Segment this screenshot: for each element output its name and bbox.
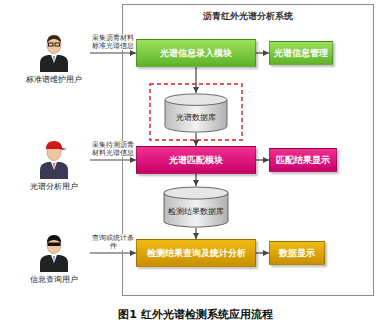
user-icon <box>34 32 74 72</box>
process-box: 光谱信息管理 <box>269 41 333 65</box>
glasses <box>55 43 60 46</box>
process-box: 检测结果查询及统计分析 <box>136 239 256 267</box>
edge-label: 查询或统计条件 <box>92 234 134 250</box>
cylinder-top <box>165 94 227 105</box>
user-actor: 光谱分析用户 <box>18 139 90 192</box>
system-title: 沥青红外光谱分析系统 <box>123 10 373 23</box>
cylinder-top <box>164 187 228 199</box>
shirt <box>51 162 57 170</box>
flow-arrow <box>90 52 136 53</box>
flow-arrow <box>90 159 136 160</box>
flow-arrow <box>256 52 269 53</box>
node-label: 光谱数据库 <box>176 104 216 123</box>
shirt <box>51 255 57 263</box>
body <box>40 162 68 179</box>
flow-arrow <box>195 174 196 186</box>
hair <box>47 235 61 243</box>
flow-arrow <box>195 133 196 146</box>
process-box: 光谱信息录入模块 <box>136 39 256 67</box>
process-box: 匹配结果显示 <box>269 148 337 172</box>
edge-label: 采集待测沥青 材料光谱信息 <box>92 141 134 157</box>
glasses <box>49 43 54 46</box>
node-label: 光谱信息管理 <box>274 47 328 60</box>
hair <box>47 35 61 43</box>
flow-arrow <box>195 228 196 239</box>
body <box>40 55 68 72</box>
figure-caption: 图1 红外光谱检测系统应用流程 <box>0 307 391 322</box>
node-label: 检测结果查询及统计分析 <box>147 247 246 260</box>
shirt <box>51 55 57 63</box>
cap <box>46 141 62 149</box>
tie <box>53 163 54 169</box>
user-icon <box>34 232 74 272</box>
database-cylinder: 光谱数据库 <box>164 93 228 133</box>
user-actor: 信息查询用户 <box>18 232 90 285</box>
process-box: 光谱匹配模块 <box>136 146 256 174</box>
system-frame: 沥青红外光谱分析系统光谱信息录入模块 光谱信息管理光谱数据库光谱匹配模块 匹配结果显… <box>122 4 374 296</box>
flow-arrow <box>256 252 269 253</box>
node-label: 光谱信息录入模块 <box>160 47 232 60</box>
database-cylinder: 检测结果数据库 <box>163 186 229 228</box>
cap-brim <box>60 148 67 150</box>
node-label: 光谱匹配模块 <box>169 154 223 167</box>
tie <box>53 56 54 62</box>
tie <box>53 256 54 262</box>
node-label: 匹配结果显示 <box>276 154 330 167</box>
edge-label: 采集沥青材料 标准光谱信息 <box>92 34 134 50</box>
process-box: 数据显示 <box>269 241 325 265</box>
sunglasses <box>48 243 61 247</box>
body <box>40 255 68 272</box>
node-label: 检测结果数据库 <box>168 198 224 217</box>
user-icon <box>34 139 74 179</box>
flow-arrow <box>90 252 136 253</box>
flow-arrow <box>256 159 269 160</box>
node-label: 数据显示 <box>279 247 315 260</box>
flow-arrow <box>195 67 196 93</box>
user-label: 标准谱维护用户 <box>18 74 90 85</box>
user-label: 光谱分析用户 <box>18 181 90 192</box>
user-actor: 标准谱维护用户 <box>18 32 90 85</box>
user-label: 信息查询用户 <box>18 274 90 285</box>
